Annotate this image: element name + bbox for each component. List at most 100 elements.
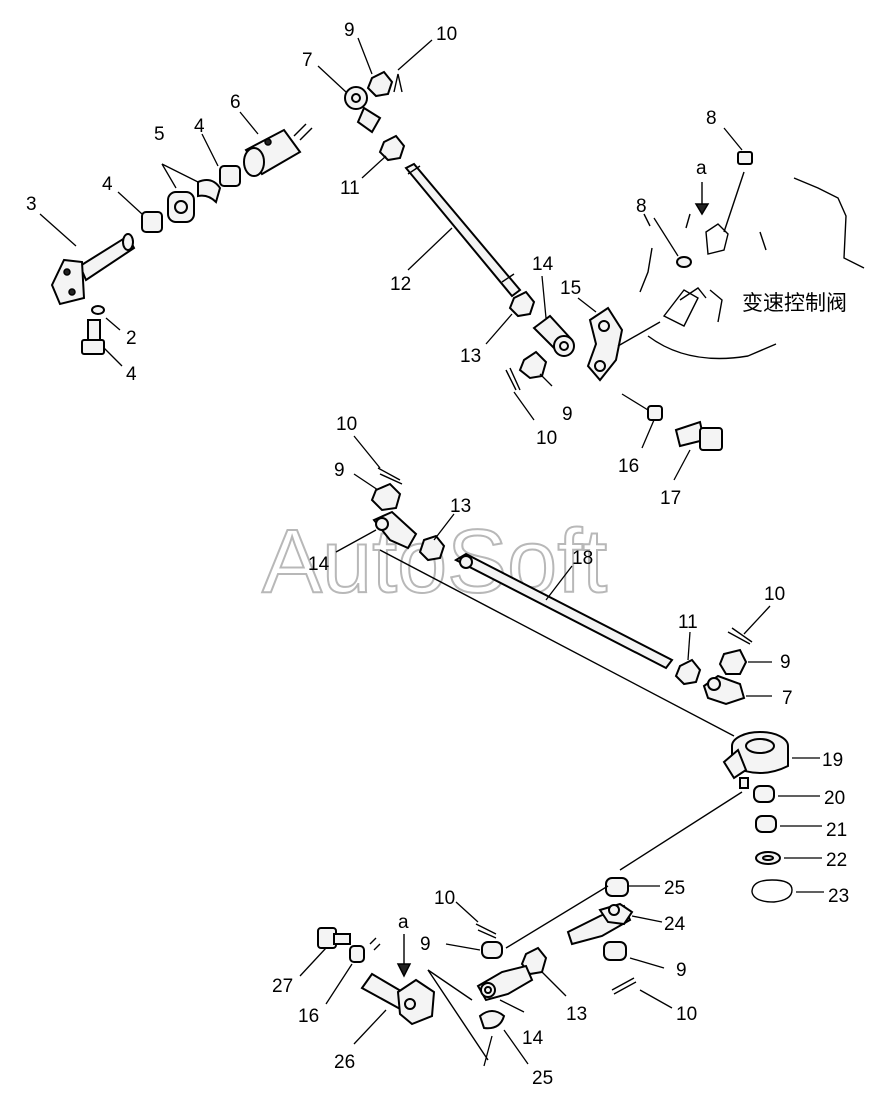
- nut-9-top: [366, 70, 394, 98]
- washer-22: [755, 851, 781, 865]
- nut-13-top: [508, 290, 536, 318]
- valve-spool-body: [705, 171, 745, 255]
- nut-9-mid: [518, 350, 548, 380]
- callout-17: 17: [660, 488, 681, 509]
- callout-8: 8: [636, 196, 647, 217]
- bushing-4-right: [219, 165, 241, 187]
- callout-16: 16: [618, 456, 639, 477]
- callout-7: 7: [782, 688, 793, 709]
- nut-9-bottom-right: [603, 941, 627, 961]
- bracket-5: [167, 179, 222, 223]
- nut-11-top: [378, 134, 406, 162]
- nut-16-bottom: [349, 945, 365, 963]
- valve-label: 变速控制阀: [742, 291, 847, 315]
- callout-15: 15: [560, 278, 581, 299]
- watermark: AutoSoft: [262, 512, 607, 612]
- nut-9-bottom: [481, 941, 503, 959]
- callout-20: 20: [824, 788, 845, 809]
- cotter-pin-10-mid: [505, 367, 521, 391]
- callout-9: 9: [334, 460, 345, 481]
- bolt-27: [317, 927, 351, 949]
- callout-24: 24: [664, 914, 686, 935]
- view-letter-bottom: a: [398, 912, 409, 933]
- callout-9: 9: [562, 404, 573, 425]
- rod-end-7-top: [344, 86, 382, 134]
- callout-9: 9: [344, 20, 355, 41]
- washer-2: [91, 305, 105, 315]
- lever-26: [360, 972, 436, 1026]
- callout-10: 10: [764, 584, 785, 605]
- housing-6: [243, 123, 313, 177]
- callout-14: 14: [532, 254, 554, 275]
- cotter-pin-10-right: [727, 627, 753, 645]
- spacer-21: [755, 815, 777, 833]
- cotter-pin-10-middle: [377, 467, 403, 485]
- callout-22: 22: [826, 850, 847, 871]
- callout-13: 13: [460, 346, 481, 367]
- view-arrow-top: [694, 182, 710, 216]
- callout-4: 4: [194, 116, 205, 137]
- callout-13: 13: [566, 1004, 587, 1025]
- spacer-25-top: [605, 877, 629, 897]
- spacer-25-bottom: [478, 1010, 506, 1030]
- nut-9-middle: [370, 482, 402, 512]
- long-rod-18: [453, 552, 674, 670]
- callout-4: 4: [126, 364, 137, 385]
- callout-13: 13: [450, 496, 471, 517]
- rod-end-14-middle: [372, 510, 418, 550]
- callout-3: 3: [26, 194, 37, 215]
- lever-24: [566, 902, 634, 946]
- cotter-pin-10-bottom: [475, 923, 497, 939]
- callout-10: 10: [676, 1004, 697, 1025]
- cotter-pin-10-top: [393, 73, 403, 93]
- valve-outline: [639, 177, 865, 360]
- lever-shaft-3: [50, 233, 136, 306]
- callout-5: 5: [154, 124, 165, 145]
- callout-25: 25: [664, 878, 685, 899]
- callout-12: 12: [390, 274, 411, 295]
- callout-18: 18: [572, 548, 593, 569]
- callout-23: 23: [828, 886, 849, 907]
- pin-mark: [369, 937, 381, 951]
- shaft-outline: [379, 549, 735, 737]
- callout-26: 26: [334, 1052, 355, 1073]
- assembly-line-right: [619, 791, 743, 871]
- callout-14: 14: [308, 554, 330, 575]
- callout-10: 10: [336, 414, 357, 435]
- callout-9: 9: [420, 934, 431, 955]
- valve-lever-joint: [662, 287, 707, 327]
- callout-11: 11: [340, 178, 360, 199]
- plug-8-top: [737, 151, 753, 165]
- callout-2: 2: [126, 328, 137, 349]
- nut-9-right: [718, 648, 748, 675]
- spacer-20: [753, 785, 775, 803]
- rod-12: [404, 162, 522, 298]
- lever-15: [586, 306, 661, 382]
- view-arrow-bottom: [396, 934, 412, 978]
- rod-end-14-bottom: [476, 964, 534, 1002]
- view-letter-top: a: [696, 158, 707, 179]
- callout-10: 10: [436, 24, 457, 45]
- bolt-4-bottom: [81, 319, 105, 355]
- nut-16-top: [647, 405, 663, 421]
- bushing-4-left: [141, 211, 163, 233]
- lever-19: [722, 731, 789, 789]
- callout-10: 10: [536, 428, 557, 449]
- assembly-line-bottom-c: [505, 885, 609, 949]
- cotter-pin-10-bottom-right: [611, 977, 637, 995]
- callout-4: 4: [102, 174, 113, 195]
- callout-10: 10: [434, 888, 455, 909]
- callout-9: 9: [780, 652, 791, 673]
- callout-9: 9: [676, 960, 687, 981]
- callout-21: 21: [826, 820, 847, 841]
- callout-14: 14: [522, 1028, 544, 1049]
- nut-11-middle: [674, 658, 702, 686]
- callout-16: 16: [298, 1006, 319, 1027]
- callout-7: 7: [302, 50, 313, 71]
- callout-19: 19: [822, 750, 843, 771]
- bolt-17: [674, 420, 723, 451]
- snap-ring-23: [751, 879, 793, 903]
- assembly-line-bottom-b: [427, 969, 473, 1001]
